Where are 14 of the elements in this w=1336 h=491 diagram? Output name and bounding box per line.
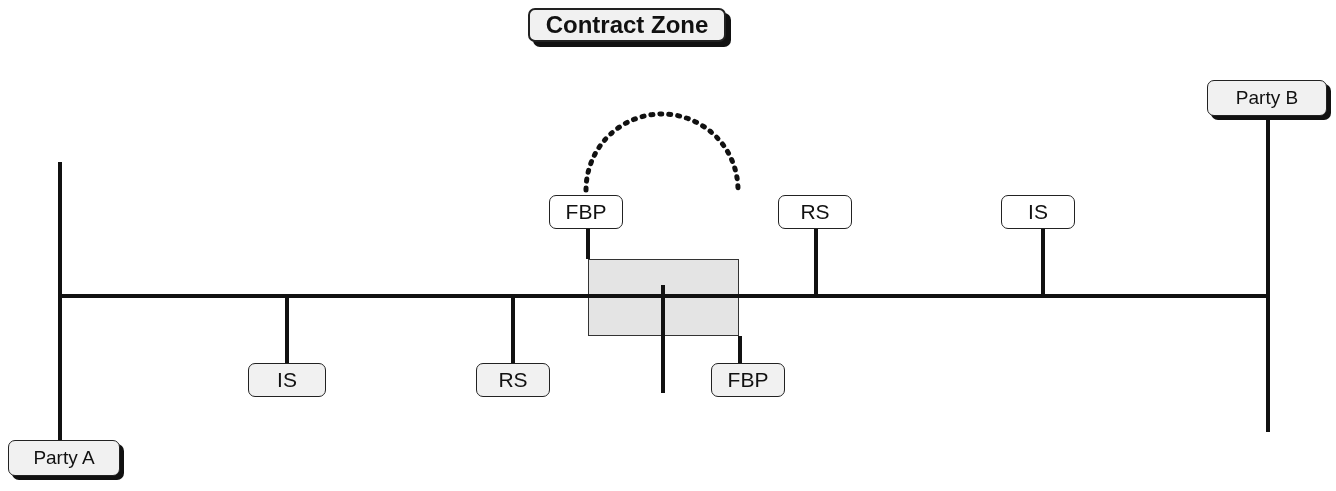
leader-line xyxy=(814,229,818,296)
overlap-zone xyxy=(588,259,739,336)
point-label: RS xyxy=(476,363,550,397)
point-label: FBP xyxy=(711,363,785,397)
leader-line xyxy=(1041,229,1045,296)
point-label: IS xyxy=(248,363,326,397)
leader-line xyxy=(511,296,515,363)
point-label: FBP xyxy=(549,195,623,229)
point-label: RS xyxy=(778,195,852,229)
leader-line xyxy=(738,336,742,363)
leader-line xyxy=(58,162,62,440)
leader-line xyxy=(586,229,590,259)
point-label: IS xyxy=(1001,195,1075,229)
leader-line xyxy=(285,296,289,363)
